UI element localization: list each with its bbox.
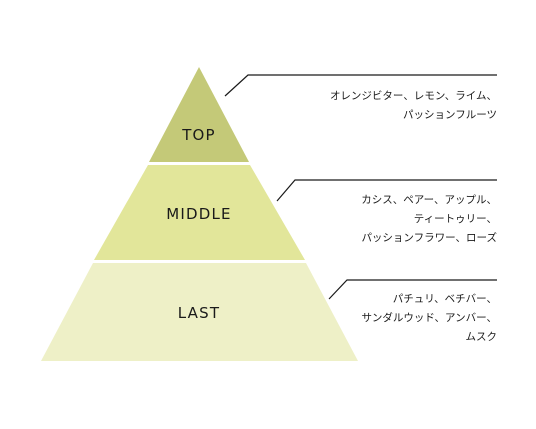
notes-middle-line: パッションフラワー、ローズ [361,232,497,244]
leader-line-top [224,74,497,97]
notes-last-line: ムスク [465,331,498,343]
notes-top-line: パッションフルーツ [403,109,497,121]
tier-label-last: LAST [178,304,220,322]
notes-middle-line: ティートゥリー、 [413,213,497,225]
tier-label-middle: MIDDLE [166,205,232,223]
notes-middle-text: カシス、ペアー、アップル、 ティートゥリー、 パッションフラワー、ローズ [361,191,497,248]
leader-line-last [328,279,497,300]
notes-middle-line: カシス、ペアー、アップル、 [361,194,497,206]
notes-last-line: サンダルウッド、アンバー、 [361,312,497,324]
leader-line-middle [276,179,497,202]
pyramid-tier-middle [94,165,305,260]
notes-top-text: オレンジビター、レモン、ライム、 パッションフルーツ [330,87,497,125]
notes-last-line: パチュリ、ベチバー、 [392,293,497,305]
pyramid-tier-top [149,67,249,162]
notes-last-text: パチュリ、ベチバー、 サンダルウッド、アンバー、 ムスク [361,290,497,347]
tier-label-top: TOP [181,126,216,144]
notes-top-line: オレンジビター、レモン、ライム、 [329,90,497,102]
pyramid-tier-last [41,263,358,361]
